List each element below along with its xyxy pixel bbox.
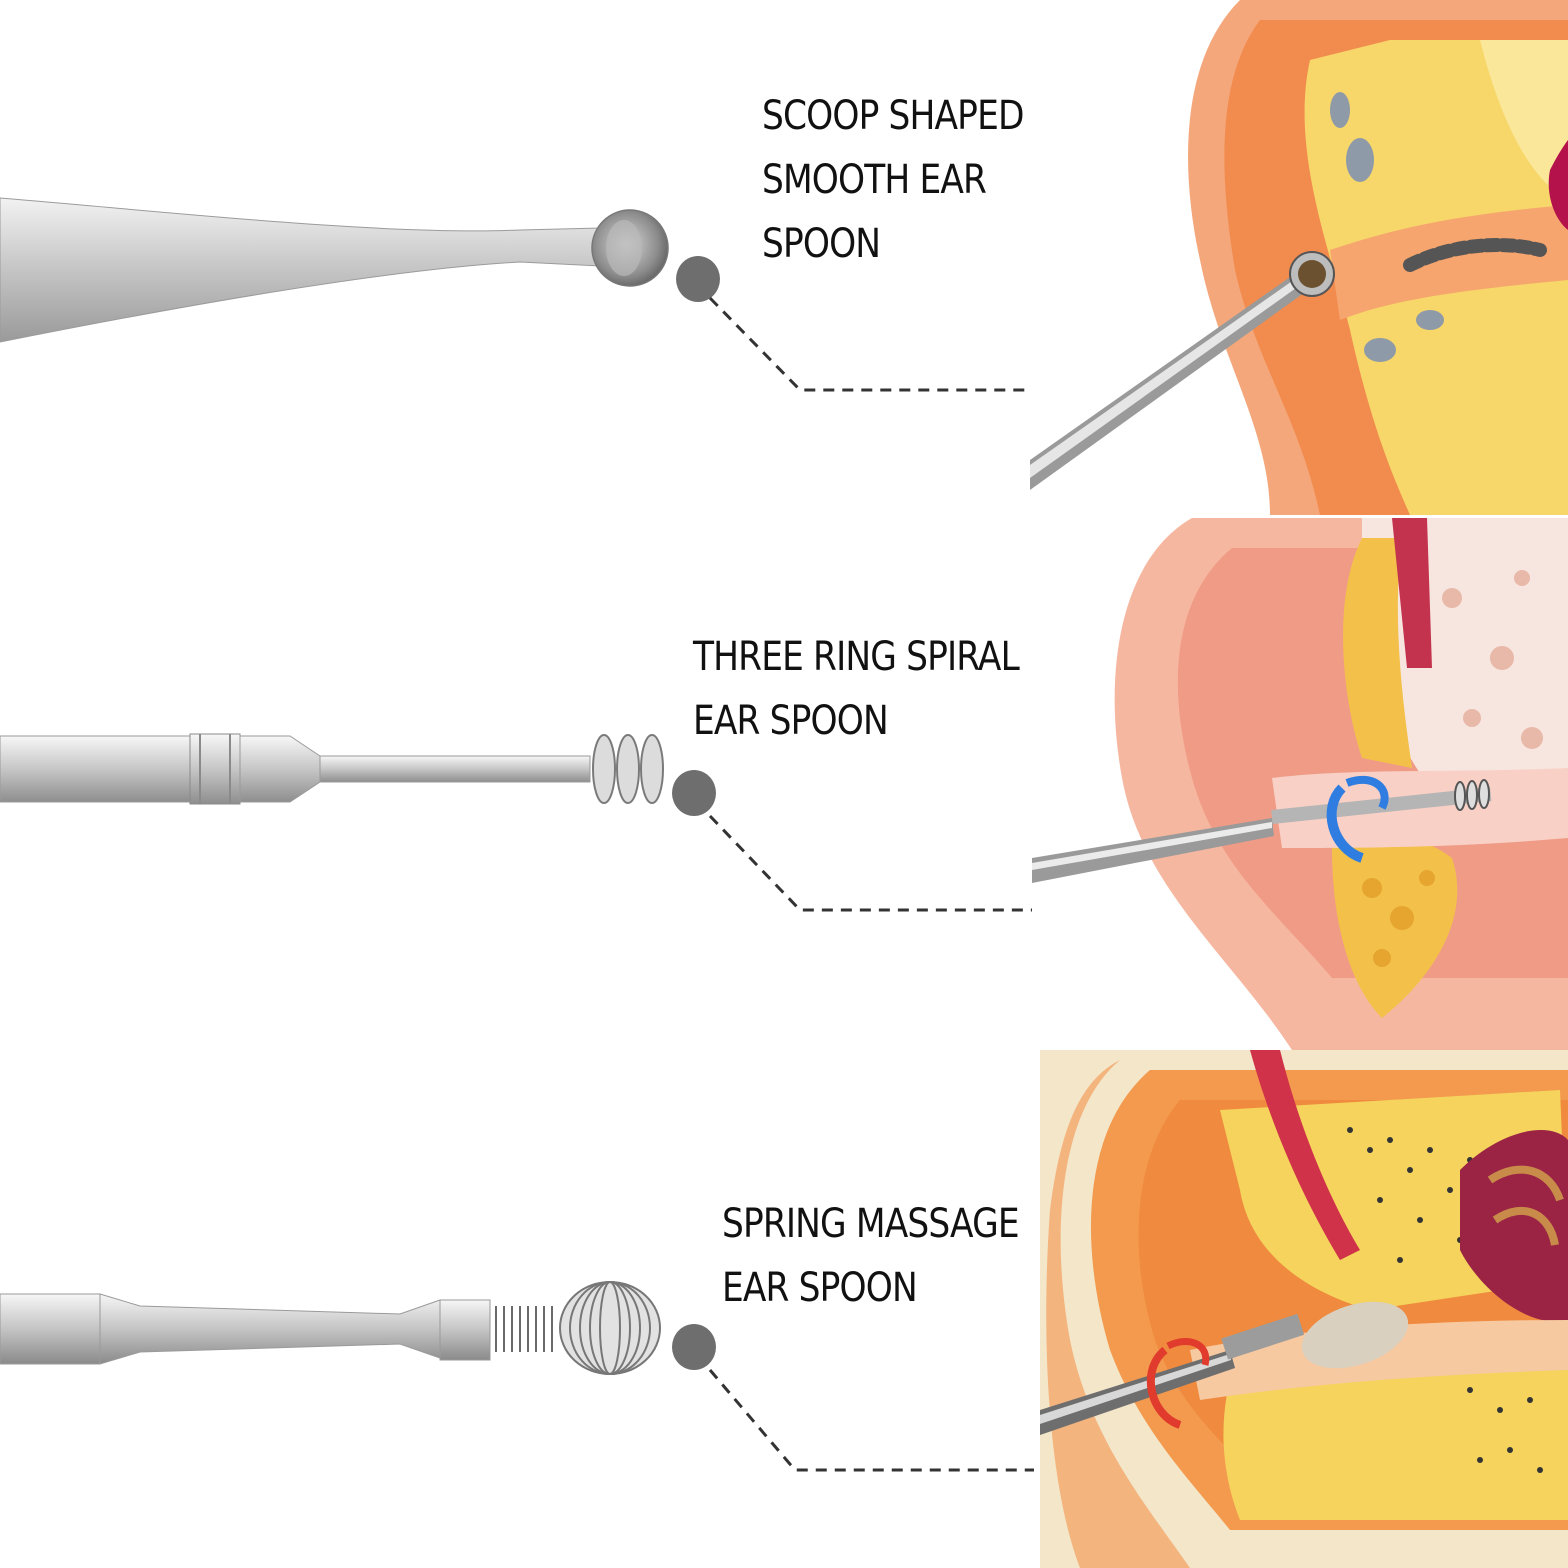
scoop-label: SCOOP SHAPED SMOOTH EAR SPOON xyxy=(762,84,1024,276)
spring-marker-dot xyxy=(672,1324,716,1370)
ear-anatomy-spiral-icon xyxy=(1032,518,1568,1050)
spring-spoon-tool-icon xyxy=(0,1281,661,1375)
spring-leader-line xyxy=(708,1369,1034,1472)
scoop-label-line-1: SCOOP SHAPED xyxy=(762,93,1024,139)
scoop-leader-line xyxy=(708,296,1032,392)
scoop-label-line-3: SPOON xyxy=(762,221,881,267)
scoop-marker-dot xyxy=(676,256,720,302)
spiral-label: THREE RING SPIRAL EAR SPOON xyxy=(693,625,1020,753)
scoop-label-line-2: SMOOTH EAR xyxy=(762,157,987,203)
spring-label: SPRING MASSAGE EAR SPOON xyxy=(722,1192,1020,1320)
spiral-leader-line xyxy=(708,814,1032,912)
spiral-spoon-tool-icon xyxy=(0,733,664,805)
spiral-label-line-1: THREE RING SPIRAL xyxy=(693,634,1020,680)
scoop-spoon-tool-icon xyxy=(0,197,669,343)
spring-label-line-1: SPRING MASSAGE xyxy=(722,1201,1020,1247)
spiral-label-line-2: EAR SPOON xyxy=(693,698,889,744)
spring-label-line-2: EAR SPOON xyxy=(722,1265,918,1311)
ear-anatomy-scoop-icon xyxy=(1030,0,1568,515)
ear-anatomy-spring-icon xyxy=(1040,1050,1568,1568)
spiral-marker-dot xyxy=(672,770,716,816)
